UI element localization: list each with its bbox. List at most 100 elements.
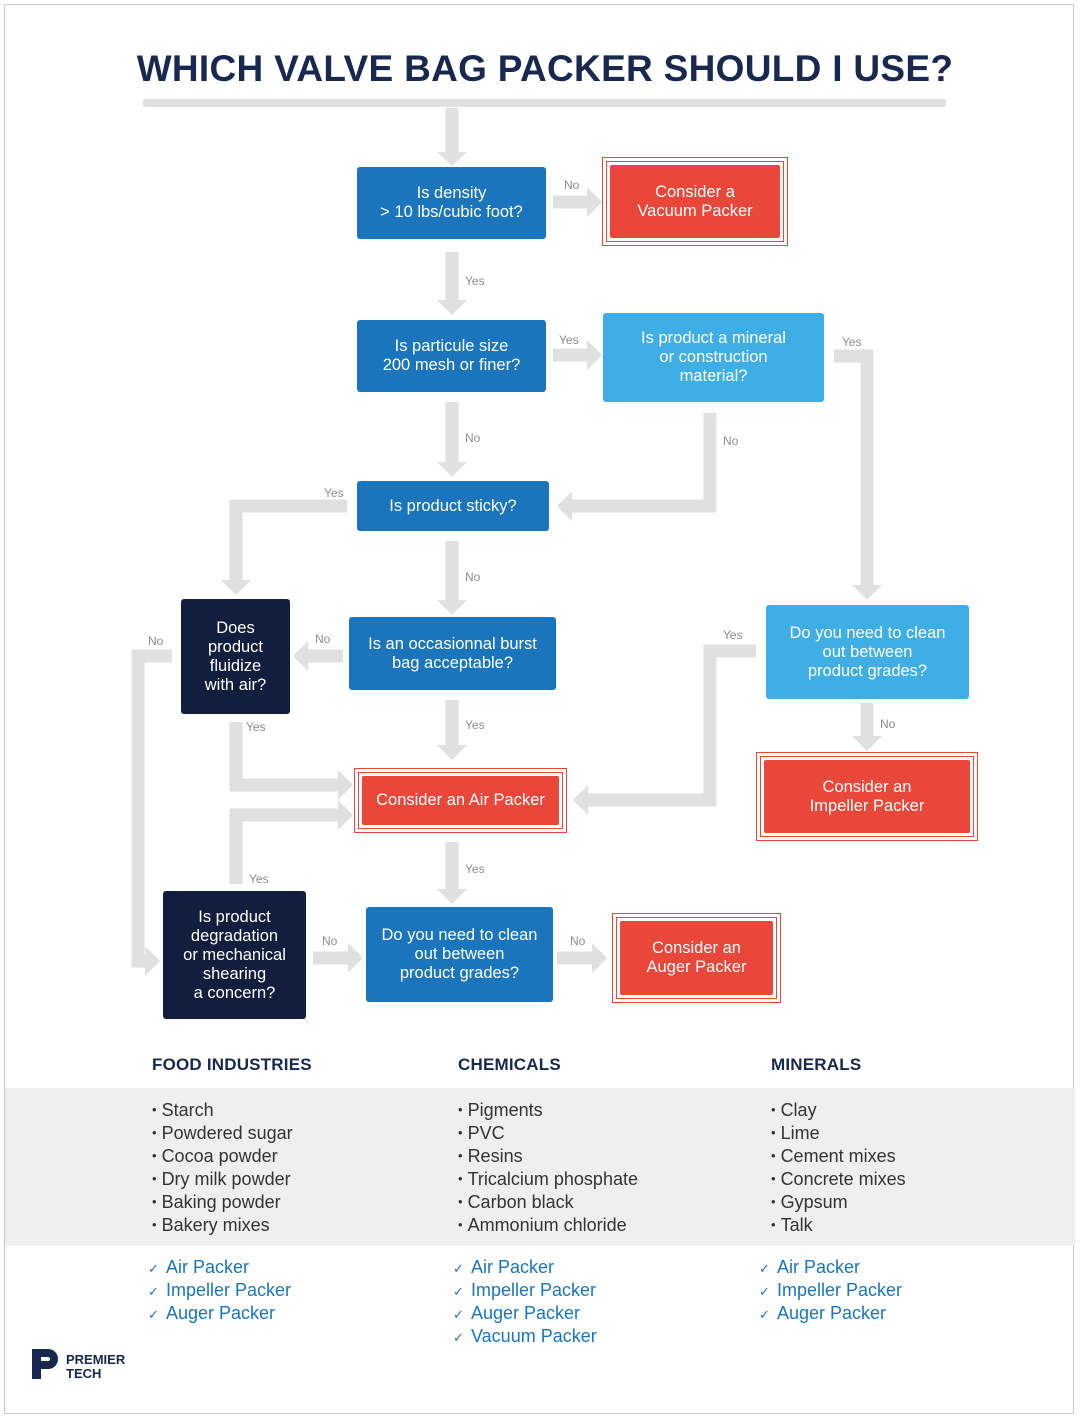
list-item: Tricalcium phosphate <box>458 1168 638 1191</box>
checkmark-icon: ✓ <box>759 1307 770 1322</box>
connector-degradation-yes <box>229 808 338 884</box>
label-fluidize-yes: Yes <box>246 720 266 734</box>
list-item: Gypsum <box>771 1191 906 1214</box>
minerals-product-list: Clay Lime Cement mixes Concrete mixes Gy… <box>771 1099 906 1237</box>
list-item: Powdered sugar <box>152 1122 293 1145</box>
label-burst-no: No <box>315 632 331 646</box>
packer-name: Air Packer <box>777 1257 861 1277</box>
packer-name: Vacuum Packer <box>471 1326 597 1346</box>
list-item: Cement mixes <box>771 1145 906 1168</box>
checkmark-icon: ✓ <box>759 1261 770 1276</box>
checkmark-icon: ✓ <box>148 1261 159 1276</box>
list-item: ✓Air Packer <box>453 1256 597 1279</box>
category-chemicals-heading: CHEMICALS <box>458 1055 561 1074</box>
sticky-question: Is product sticky? <box>357 481 549 531</box>
list-item: ✓Impeller Packer <box>148 1279 291 1302</box>
arrowhead-start <box>437 152 467 166</box>
arrowhead-density-no <box>587 187 602 217</box>
connector-mineral-yes <box>834 349 874 585</box>
checkmark-icon: ✓ <box>453 1307 464 1322</box>
list-item: Clay <box>771 1099 906 1122</box>
food-packer-list: ✓ Air Packer ✓Impeller Packer ✓ Auger Pack… <box>148 1256 291 1325</box>
list-item: Dry milk powder <box>152 1168 293 1191</box>
label-sticky-no: No <box>465 570 481 584</box>
connector-fluidize-no <box>131 649 172 968</box>
arrowhead-clean-bottom-no <box>592 943 607 973</box>
arrowhead-degradation-no <box>348 943 363 973</box>
connector-sticky-yes <box>229 499 347 580</box>
brand-line-2: TECH <box>66 1366 102 1381</box>
label-degradation-no: No <box>322 934 338 948</box>
brand-wordmark: PREMIER TECH <box>66 1353 125 1381</box>
checkmark-icon: ✓ <box>453 1261 464 1276</box>
list-item: ✓ Auger Packer <box>148 1302 291 1325</box>
clean-out-question-bottom: Do you need to clean out between product… <box>366 907 553 1002</box>
arrowhead-density-yes <box>437 300 467 315</box>
packer-name: Impeller Packer <box>166 1280 292 1300</box>
mineral-question: Is product a mineral or construction mat… <box>603 313 824 402</box>
label-mineral-no: No <box>723 434 739 448</box>
page-frame <box>4 4 1074 1414</box>
flow-connectors <box>131 108 882 976</box>
arrowhead-fluidize-no <box>145 946 160 976</box>
connector-mineral-no <box>572 413 717 513</box>
arrowhead-particle-no <box>437 462 467 477</box>
chemicals-product-list: Pigments PVC Resins Tricalcium phosphate… <box>458 1099 638 1237</box>
clean-out-question-right: Do you need to clean out between product… <box>766 605 969 699</box>
list-item: ✓Auger Packer <box>453 1302 597 1325</box>
arrowhead-mineral-no <box>557 491 572 521</box>
list-item: ✓ Auger Packer <box>759 1302 902 1325</box>
connector-clean-right-yes <box>588 644 756 807</box>
label-degradation-yes: Yes <box>249 872 269 886</box>
arrowhead-air-yes <box>437 889 467 904</box>
chemicals-packer-list: ✓Air Packer ✓ Impeller Packer ✓Auger Pack… <box>453 1256 597 1348</box>
list-item: ✓ Air Packer <box>148 1256 291 1279</box>
label-density-no: No <box>564 178 580 192</box>
burst-bag-question: Is an occasionnal burst bag acceptable? <box>349 617 556 690</box>
minerals-packer-list: ✓ Air Packer ✓ Impeller Packer ✓ Auger Pack… <box>759 1256 902 1325</box>
arrowhead-mineral-yes <box>852 585 882 600</box>
checkmark-icon: ✓ <box>453 1330 464 1345</box>
arrowhead-clean-right-yes <box>573 785 588 815</box>
impeller-packer-result: Consider an Impeller Packer <box>756 752 978 841</box>
arrowhead-sticky-yes <box>221 580 251 595</box>
list-item: ✓ Vacuum Packer <box>453 1325 597 1348</box>
connector-fluidize-yes <box>229 722 338 792</box>
checkmark-icon: ✓ <box>453 1284 464 1299</box>
packer-name: Air Packer <box>166 1257 250 1277</box>
food-product-list: Starch Powdered sugar Cocoa powder Dry m… <box>152 1099 293 1237</box>
vacuum-packer-label: Consider a Vacuum Packer <box>610 165 780 238</box>
density-question: Is density > 10 lbs/cubic foot? <box>357 167 546 239</box>
category-minerals-heading: MINERALS <box>771 1055 862 1074</box>
list-item: Resins <box>458 1145 638 1168</box>
list-item: ✓ Impeller Packer <box>453 1279 597 1302</box>
arrowhead-fluidize-yes <box>338 770 353 800</box>
vacuum-packer-result: Consider a Vacuum Packer <box>602 157 788 246</box>
degradation-question: Is product degradation or mechanical she… <box>163 891 306 1019</box>
impeller-packer-label: Consider an Impeller Packer <box>764 760 970 833</box>
list-item: Pigments <box>458 1099 638 1122</box>
auger-packer-result: Consider an Auger Packer <box>612 913 781 1003</box>
list-item: Talk <box>771 1214 906 1237</box>
label-particle-yes: Yes <box>559 333 579 347</box>
packer-name: Auger Packer <box>166 1303 276 1323</box>
list-item: ✓ Air Packer <box>759 1256 902 1279</box>
brand-line-1: PREMIER <box>66 1352 126 1367</box>
page-title: WHICH VALVE BAG PACKER SHOULD I USE? <box>136 48 954 89</box>
list-item: PVC <box>458 1122 638 1145</box>
list-item: Carbon black <box>458 1191 638 1214</box>
label-clean-bottom-no: No <box>570 934 586 948</box>
list-item: Bakery mixes <box>152 1214 293 1237</box>
arrowhead-sticky-no <box>437 600 467 615</box>
packer-name: Impeller Packer <box>777 1280 903 1300</box>
packer-name: Auger Packer <box>777 1303 887 1323</box>
list-item: Concrete mixes <box>771 1168 906 1191</box>
label-air-yes: Yes <box>465 862 485 876</box>
arrowhead-particle-yes <box>587 340 602 370</box>
arrowhead-degradation-yes <box>338 800 353 830</box>
auger-packer-label: Consider an Auger Packer <box>620 921 773 995</box>
particle-size-question: Is particule size 200 mesh or finer? <box>357 320 546 392</box>
packer-name: Impeller Packer <box>471 1280 597 1300</box>
label-particle-no: No <box>465 431 481 445</box>
checkmark-icon: ✓ <box>148 1307 159 1322</box>
